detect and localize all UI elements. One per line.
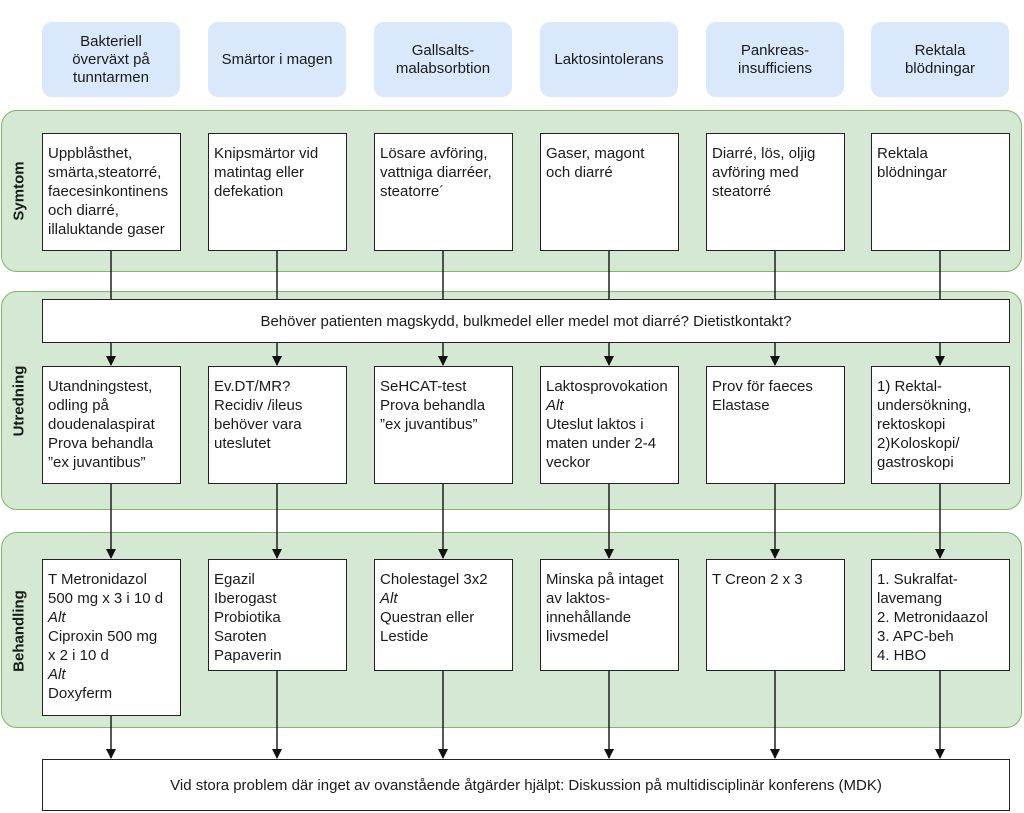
symtom-box-5-line: avföring med (712, 164, 799, 181)
symtom-box-6-line: blödningar (877, 164, 948, 181)
behandling-box-3-line: Lestide (380, 628, 429, 645)
common-question-text: Behöver patienten magskydd, bulkmedel el… (260, 312, 792, 330)
utredning-box-6-line: gastroskopi (877, 454, 954, 471)
symtom-box-6-line: Rektala (877, 145, 928, 162)
utredning-box-1-line: Utandningstest, (48, 378, 153, 395)
symtom-box-2-line: matintag eller (214, 164, 305, 181)
behandling-box-1-line: T Metronidazol (48, 571, 147, 588)
behandling-box-1-line: Ciproxin 500 mg (48, 628, 158, 645)
utredning-box-1-line: doudenalaspirat (48, 416, 155, 433)
symtom-box-1-line: illaluktande gaser (48, 221, 165, 238)
utredning-box-5-line: Elastase (712, 397, 770, 414)
symtom-box-1-line: och diarré, (48, 202, 119, 219)
behandling-box-1-line: Alt (48, 609, 66, 626)
behandling-box-1-line: Doxyferm (48, 685, 113, 702)
column-header-2: Smärtor i magen (208, 22, 346, 97)
behandling-box-6-line: 4. HBO (877, 647, 927, 664)
footer-box: Vid stora problem där inget av ovanståen… (42, 759, 1010, 811)
behandling-box-6-line: 3. APC-beh (877, 628, 954, 645)
utredning-box-3-line: Prova behandla (380, 397, 486, 414)
utredning-box-1-line: odling på (48, 397, 109, 414)
behandling-box-2-line: Probiotika (214, 609, 281, 626)
utredning-box-6: 1) Rektal-undersökning, rektoskopi 2)Kolos… (871, 366, 1010, 484)
behandling-box-4: Minska på intaget av laktos-innehållande l… (540, 559, 679, 671)
utredning-box-4-line: maten under 2-4 (546, 435, 657, 452)
behandling-box-3-line: Questran eller (380, 609, 475, 626)
behandling-box-3-line: Cholestagel 3x2 (380, 571, 488, 588)
utredning-box-2-line: Recidiv /ileus (214, 397, 303, 414)
footer-text: Vid stora problem där inget av ovanståen… (170, 776, 882, 794)
utredning-box-6-line: undersökning, (877, 397, 972, 414)
utredning-box-1-line: Prova behandla (48, 435, 154, 452)
utredning-box-2-line: behöver vara (214, 416, 302, 433)
symtom-box-5: Diarré, lös, oljig avföring med steatorré (706, 133, 845, 251)
symtom-box-3-line: steatorre´ (380, 183, 445, 200)
behandling-box-2-line: Iberogast (214, 590, 277, 607)
behandling-box-1-line: Alt (48, 666, 66, 683)
symtom-box-5-line: steatorré (712, 183, 772, 200)
utredning-box-4-line: veckor (546, 454, 591, 471)
column-header-5: Pankreas- insufficiens (706, 22, 844, 97)
behandling-box-2-line: Egazil (214, 571, 255, 588)
behandling-box-6-line: 1. Sukralfat- (877, 571, 958, 588)
behandling-box-1-line: 500 mg x 3 i 10 d (48, 590, 164, 607)
utredning-box-4-line: Uteslut laktos i (546, 416, 644, 433)
symtom-box-1-line: Uppblåsthet, (48, 145, 133, 162)
utredning-box-6-line: 2)Koloskopi/ (877, 435, 960, 452)
behandling-box-2-line: Saroten (214, 628, 267, 645)
behandling-box-2-line: Papaverin (214, 647, 282, 664)
symtom-box-2: Knipsmärtor vid matintag eller defekation (208, 133, 347, 251)
symtom-box-6: Rektala blödningar (871, 133, 1010, 251)
column-header-3: Gallsalts- malabsorbtion (374, 22, 512, 97)
behandling-box-1-line: x 2 i 10 d (48, 647, 109, 664)
symtom-box-2-line: defekation (214, 183, 284, 200)
utredning-box-6-line: 1) Rektal- (877, 378, 943, 395)
lane-label-utredning: Utredning (10, 365, 28, 437)
behandling-box-6-line: lavemang (877, 590, 943, 607)
utredning-box-3-line: SeHCAT-test (380, 378, 467, 395)
symtom-box-3: Lösare avföring, vattniga diarréer, steato… (374, 133, 513, 251)
symtom-box-2-line: Knipsmärtor vid (214, 145, 319, 162)
column-header-1: Bakteriell överväxt på tunntarmen (42, 22, 180, 97)
behandling-box-3-line: Alt (380, 590, 398, 607)
symtom-box-1-line: smärta,steatorré, (48, 164, 162, 181)
utredning-box-6-line: rektoskopi (877, 416, 946, 433)
symtom-box-4: Gaser, magont och diarré (540, 133, 679, 251)
behandling-box-4-line: av laktos- (546, 590, 611, 607)
utredning-box-1-line: ”ex juvantibus” (48, 454, 146, 471)
utredning-box-4-line: Laktosprovokation (546, 378, 668, 395)
utredning-box-4-line: Alt (546, 397, 564, 414)
utredning-box-2-line: Ev.DT/MR? (214, 378, 291, 395)
lane-label-symtom: Symtom (10, 161, 28, 221)
symtom-box-4-line: och diarré (546, 164, 613, 181)
utredning-box-2: Ev.DT/MR? Recidiv /ileus behöver vara utesl… (208, 366, 347, 484)
behandling-box-5-line: T Creon 2 x 3 (712, 571, 803, 588)
behandling-box-5: T Creon 2 x 3 (706, 559, 845, 671)
utredning-box-5-line: Prov för faeces (712, 378, 813, 395)
symtom-box-5-line: Diarré, lös, oljig (712, 145, 816, 162)
column-header-6: Rektala blödningar (871, 22, 1009, 97)
common-question-box: Behöver patienten magskydd, bulkmedel el… (42, 299, 1010, 343)
symtom-box-3-line: vattniga diarréer, (380, 164, 492, 181)
symtom-box-1: Uppblåsthet, smärta,steatorré, faecesinkon… (42, 133, 181, 251)
utredning-box-3-line: ”ex juvantibus” (380, 416, 478, 433)
column-header-4: Laktosintolerans (540, 22, 678, 97)
utredning-box-2-line: uteslutet (214, 435, 271, 452)
symtom-box-3-line: Lösare avföring, (380, 145, 488, 162)
behandling-box-6-line: 2. Metronidaazol (877, 609, 988, 626)
behandling-box-6: 1. Sukralfat-lavemang 2. Metronidaazol 3. … (871, 559, 1010, 671)
lane-label-behandling: Behandling (10, 590, 28, 672)
behandling-box-4-line: innehållande (546, 609, 632, 626)
symtom-box-4-line: Gaser, magont (546, 145, 645, 162)
behandling-box-4-line: livsmedel (546, 628, 609, 645)
behandling-box-4-line: Minska på intaget (546, 571, 664, 588)
symtom-box-1-line: faecesinkontinens (48, 183, 169, 200)
